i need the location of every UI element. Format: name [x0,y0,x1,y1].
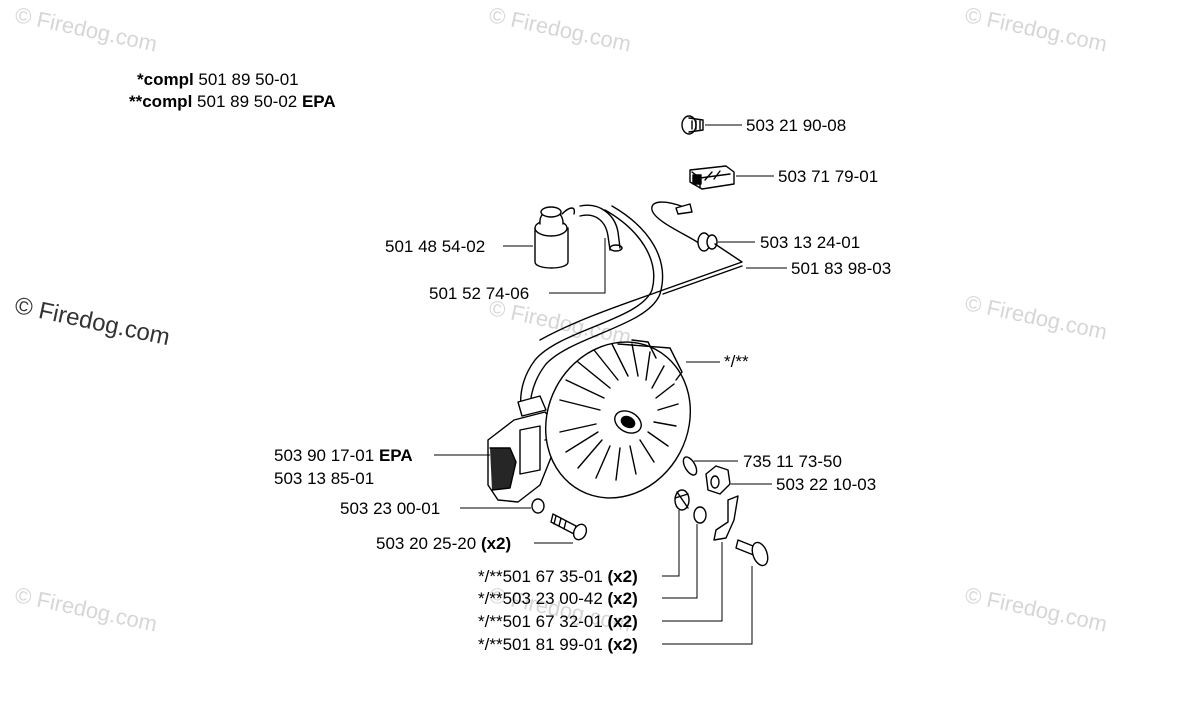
part-label-pin-qty: (x2) [607,635,638,654]
stop-wire-part [539,201,743,341]
part-label-spring-number: */**501 67 35-01 [478,567,603,586]
part-label-pawl-number: */**501 67 32-01 [478,612,603,631]
part-label-pawl-qty: (x2) [607,612,638,631]
compl-note-2-suffix: EPA [301,92,336,111]
compl-note-2-number: 501 89 50-02 [197,92,298,111]
part-label-spring[interactable]: */**501 67 35-01 (x2) [478,567,638,587]
plug-cap-part [534,206,576,269]
compl-note-2-prefix: **compl [129,92,193,111]
part-label-pawl[interactable]: */**501 67 32-01 (x2) [478,612,638,632]
part-label-bolt-number: 503 20 25-20 [376,534,477,553]
compl-note-1: *compl 501 89 50-01 [137,70,299,90]
hose-part [519,204,664,411]
screw-part [681,115,704,135]
small-washer-part [531,498,545,514]
part-label-connector[interactable]: 503 71 79-01 [778,167,879,186]
part-label-washer-503[interactable]: 503 23 00-01 [340,499,441,518]
washer-small-2-part [693,506,707,524]
pawl-part [713,495,739,541]
part-label-stop-wire[interactable]: 501 83 98-03 [791,259,892,278]
part-label-ignition-epa-number: 503 90 17-01 [274,446,375,465]
part-label-washer-735[interactable]: 735 11 73-50 [743,452,842,471]
part-label-washer-2-number: */**503 23 00-42 [478,589,603,608]
compl-note-1-number: 501 89 50-01 [198,70,299,89]
part-label-grommet[interactable]: 503 13 24-01 [760,233,861,252]
ignition-module-part [487,395,553,503]
part-label-spring-qty: (x2) [607,567,638,586]
part-label-bolt-qty: (x2) [480,534,512,553]
connector-part [689,165,735,190]
compl-note-1-prefix: *compl [137,70,194,89]
part-label-washer-2-qty: (x2) [607,589,638,608]
part-label-hose[interactable]: 501 52 74-06 [429,284,530,303]
part-label-pin[interactable]: */**501 81 99-01 (x2) [478,635,638,655]
nut-part [705,465,731,495]
part-label-flywheel[interactable]: */** [724,352,749,371]
part-label-ignition[interactable]: 503 13 85-01 [274,469,375,488]
bolt-part [550,513,588,541]
washer-part [682,456,698,476]
part-label-nut[interactable]: 503 22 10-03 [776,475,877,494]
part-label-ignition-epa[interactable]: 503 90 17-01 EPA [274,446,413,466]
part-label-screw[interactable]: 503 21 90-08 [746,116,847,135]
part-label-bolt[interactable]: 503 20 25-20 (x2) [376,534,511,554]
part-label-pin-number: */**501 81 99-01 [478,635,603,654]
flywheel-part [544,339,692,499]
part-label-washer-2[interactable]: */**503 23 00-42 (x2) [478,589,638,609]
pin-part [735,539,769,567]
compl-note-2: **compl 501 89 50-02 EPA [129,92,336,112]
spring-part [674,489,690,511]
part-label-ignition-epa-tag: EPA [378,446,413,465]
part-label-plug-cap[interactable]: 501 48 54-02 [385,237,486,256]
